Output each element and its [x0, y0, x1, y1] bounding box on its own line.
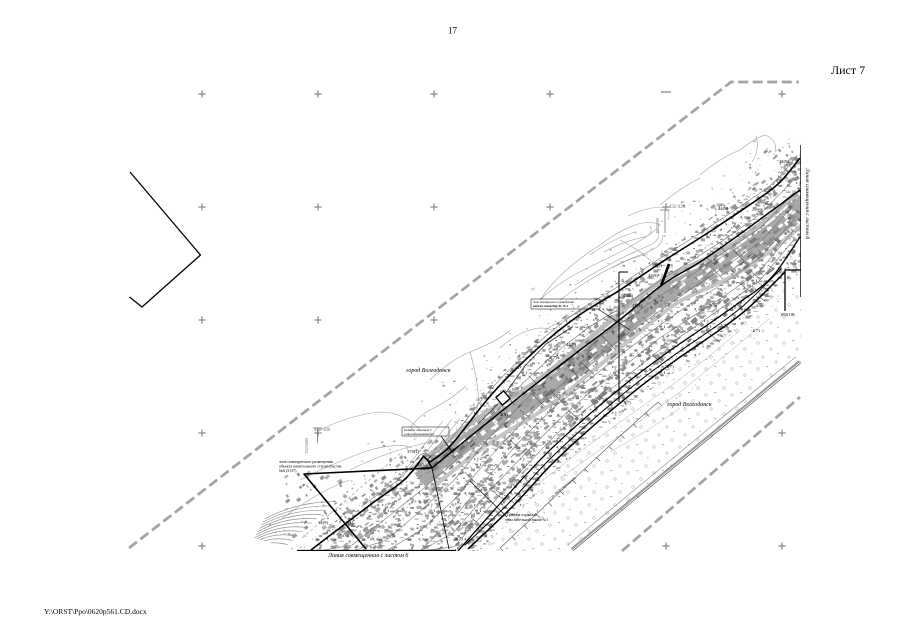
svg-text:Линия совмещения с листом 8: Линия совмещения с листом 8 [804, 167, 810, 239]
svg-text:Y:\ORST\Ppo\0620p561.CD.docx: Y:\ORST\Ppo\0620p561.CD.docx [44, 607, 147, 616]
svg-text:456 100: 456 100 [314, 428, 331, 433]
svg-text:44(9): 44(9) [718, 206, 728, 211]
svg-text:4(7): 4(7) [666, 364, 674, 369]
svg-text:2(7): 2(7) [720, 323, 728, 328]
svg-text:город Волгодонск: город Волгодонск [667, 401, 712, 408]
svg-text:3М: 3М [530, 287, 536, 292]
svg-text:-7(1): -7(1) [344, 520, 354, 525]
svg-text:Граница охранной: Граница охранной [507, 513, 537, 517]
svg-text:№6 (3137): №6 (3137) [279, 468, 297, 473]
svg-text:1323600: 1323600 [655, 218, 660, 235]
svg-text:7(7): 7(7) [623, 400, 631, 405]
svg-text:43(9): 43(9) [648, 273, 658, 278]
svg-text:зона планируемого размещения: зона планируемого размещения [279, 459, 333, 464]
svg-text:объекта капитального строитель: объекта капитального строительства [279, 464, 342, 469]
svg-text:Лист 7: Лист 7 [831, 63, 865, 77]
svg-text:зоны кабеля связи №2: зоны кабеля связи №2 [404, 432, 434, 436]
svg-text:44(6): 44(6) [566, 342, 576, 347]
svg-text:4(9): 4(9) [500, 412, 508, 417]
svg-text:180(10): 180(10) [780, 312, 795, 317]
svg-text:44(3): 44(3) [632, 303, 642, 308]
svg-text:1323500: 1323500 [304, 438, 309, 455]
svg-text:4(7): 4(7) [549, 355, 557, 360]
svg-text:№37: №37 [421, 466, 431, 471]
svg-text:42(9): 42(9) [623, 293, 633, 298]
svg-text:зоны кабельной линии №1: зоны кабельной линии №1 [505, 518, 548, 522]
svg-text:37(9): 37(9) [652, 263, 662, 268]
svg-text:335: 335 [417, 462, 425, 467]
svg-text:370(1): 370(1) [407, 449, 420, 454]
svg-text:4400: 4400 [716, 203, 723, 207]
svg-text:14(9): 14(9) [318, 520, 328, 525]
svg-text:3(7): 3(7) [551, 458, 559, 463]
svg-text:1(7): 1(7) [752, 328, 760, 333]
svg-text:город Волгодонск: город Волгодонск [406, 367, 451, 374]
svg-text:17: 17 [448, 26, 458, 36]
svg-text:456 920: 456 920 [669, 205, 686, 210]
svg-text:44(9): 44(9) [779, 159, 789, 164]
svg-text:9(7): 9(7) [455, 536, 463, 541]
svg-text:кабеля связи РнСЗС №1: кабеля связи РнСЗС №1 [533, 304, 568, 308]
svg-text:Линия совмещенная с листом 6: Линия совмещенная с листом 6 [327, 553, 408, 559]
svg-text:Граница охранной: Граница охранной [404, 428, 429, 432]
svg-text:Зона планируемого размещения: Зона планируемого размещения [533, 300, 574, 304]
svg-text:16(9): 16(9) [428, 454, 438, 459]
